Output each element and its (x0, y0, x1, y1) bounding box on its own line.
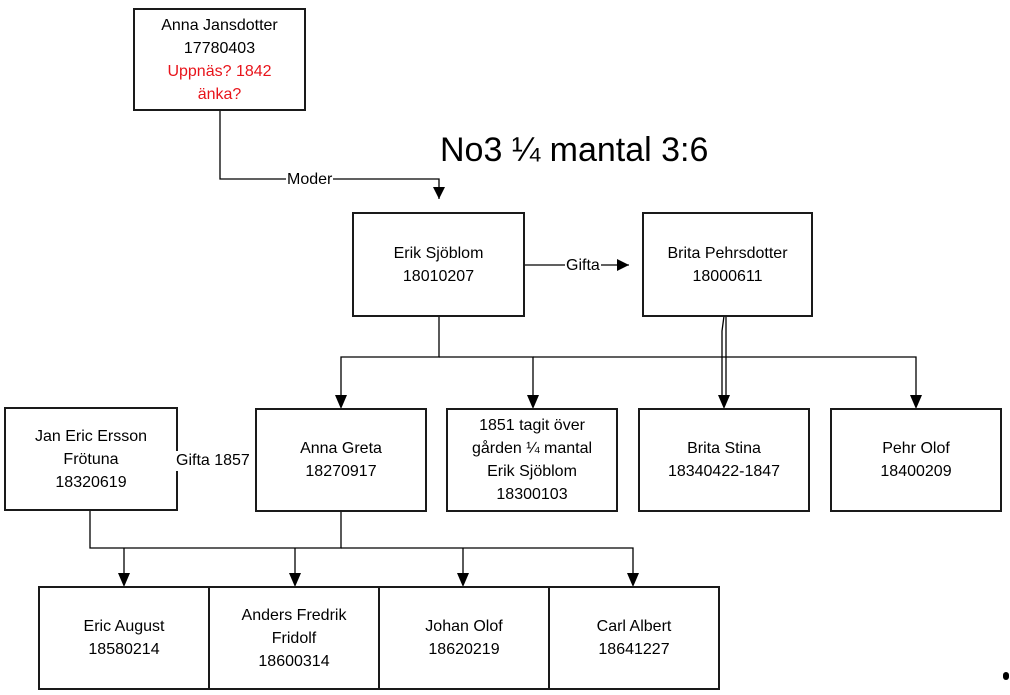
diagram-title: No3 ¼ mantal 3:6 (440, 131, 709, 169)
person-date: 18010207 (402, 267, 475, 285)
person-note: 1851 tagit över (479, 417, 585, 434)
person-name: Anders Fredrik (241, 606, 347, 624)
edge-label-gifta: Gifta (565, 256, 601, 276)
person-name: Anna Jansdotter (161, 16, 278, 34)
person-note: Uppnäs? 1842 (167, 62, 272, 80)
person-eric-august[interactable]: Eric August 18580214 (38, 586, 210, 690)
person-name: Johan Olof (425, 618, 503, 635)
person-name: Eric August (83, 618, 165, 635)
person-anna-jansdotter[interactable]: Anna Jansdotter 17780403 Uppnäs? 1842 än… (133, 8, 306, 111)
person-date: 18580214 (88, 641, 160, 658)
edge-erik-children (340, 316, 440, 395)
person-date: 18641227 (598, 641, 670, 658)
person-erik-sjoblom-jr[interactable]: 1851 tagit över gården ¼ mantal Erik Sjö… (446, 408, 618, 512)
person-pehr-olof[interactable]: Pehr Olof 18400209 (830, 408, 1002, 512)
person-name: Fridolf (271, 629, 317, 647)
person-date: 18400209 (880, 463, 952, 480)
person-name: Anna Greta (300, 440, 382, 457)
person-jan-eric-ersson[interactable]: Jan Eric Ersson Frötuna 18320619 (4, 407, 178, 511)
stray-dot (1003, 672, 1009, 680)
person-date: 18340422-1847 (667, 463, 781, 480)
person-date: 18300103 (496, 486, 568, 503)
person-date: 18320619 (55, 473, 127, 491)
person-date: 17780403 (183, 39, 256, 57)
person-name: Pehr Olof (882, 440, 950, 457)
person-carl-albert[interactable]: Carl Albert 18641227 (548, 586, 720, 690)
person-name: Brita Stina (687, 440, 761, 457)
person-name: Brita Pehrsdotter (667, 244, 788, 262)
edge-label-gifta-1857: Gifta 1857 (175, 451, 251, 471)
person-anna-greta[interactable]: Anna Greta 18270917 (255, 408, 427, 512)
person-johan-olof[interactable]: Johan Olof 18620219 (378, 586, 550, 690)
person-place: Frötuna (63, 450, 119, 468)
person-date: 18600314 (258, 652, 330, 670)
person-note: änka? (197, 85, 242, 103)
person-name: Erik Sjöblom (393, 244, 484, 262)
person-brita-stina[interactable]: Brita Stina 18340422-1847 (638, 408, 810, 512)
person-erik-sjoblom[interactable]: Erik Sjöblom 18010207 (352, 212, 525, 317)
person-name: Erik Sjöblom (487, 463, 577, 480)
person-anders-fredrik[interactable]: Anders Fredrik Fridolf 18600314 (208, 586, 380, 690)
person-date: 18000611 (692, 267, 763, 285)
person-name: Jan Eric Ersson (34, 427, 148, 445)
edge-label-moder: Moder (286, 170, 334, 190)
person-name: Carl Albert (596, 618, 672, 635)
person-note: gården ¼ mantal (471, 440, 593, 457)
person-date: 18620219 (428, 641, 500, 658)
person-brita-pehrsdotter[interactable]: Brita Pehrsdotter 18000611 (642, 212, 813, 317)
person-date: 18270917 (305, 463, 377, 480)
edge-greta-children (89, 511, 342, 549)
